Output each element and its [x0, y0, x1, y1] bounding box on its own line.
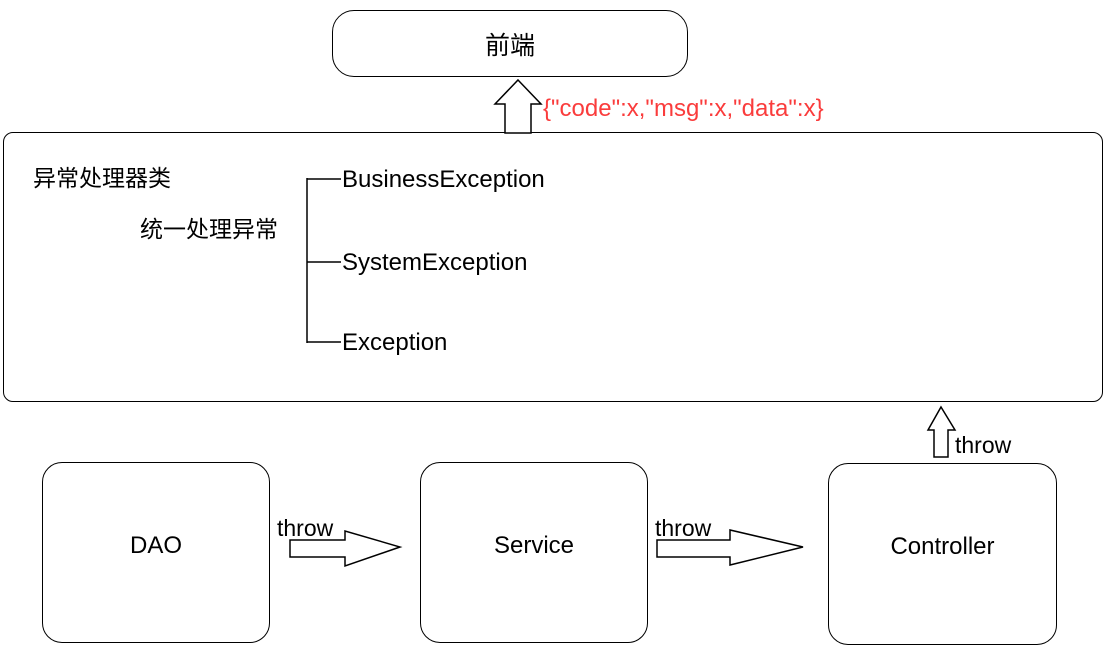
exception-handler-title: 异常处理器类 — [33, 165, 171, 191]
response-json-annotation: {"code":x,"msg":x,"data":x} — [543, 95, 824, 122]
service-node: Service — [420, 462, 648, 643]
throw-label-service-controller: throw — [655, 515, 712, 541]
frontend-label: 前端 — [484, 31, 535, 60]
throw-label-controller-handler: throw — [955, 432, 1012, 458]
exception-type-business: BusinessException — [342, 166, 545, 193]
arrow-up-to-frontend-icon — [493, 78, 543, 134]
exception-handler-container — [3, 132, 1103, 402]
controller-node: Controller — [828, 463, 1057, 645]
dao-label: DAO — [129, 531, 182, 559]
controller-label: Controller — [890, 533, 995, 560]
exception-type-system: SystemException — [342, 249, 528, 276]
service-label: Service — [493, 531, 575, 559]
arrow-controller-to-handler-icon — [926, 405, 957, 458]
exception-handler-subtitle: 统一处理异常 — [140, 216, 278, 242]
frontend-node: 前端 — [332, 10, 688, 77]
throw-label-dao-service: throw — [277, 515, 334, 541]
dao-node: DAO — [42, 462, 270, 643]
exception-type-exception: Exception — [342, 329, 448, 356]
